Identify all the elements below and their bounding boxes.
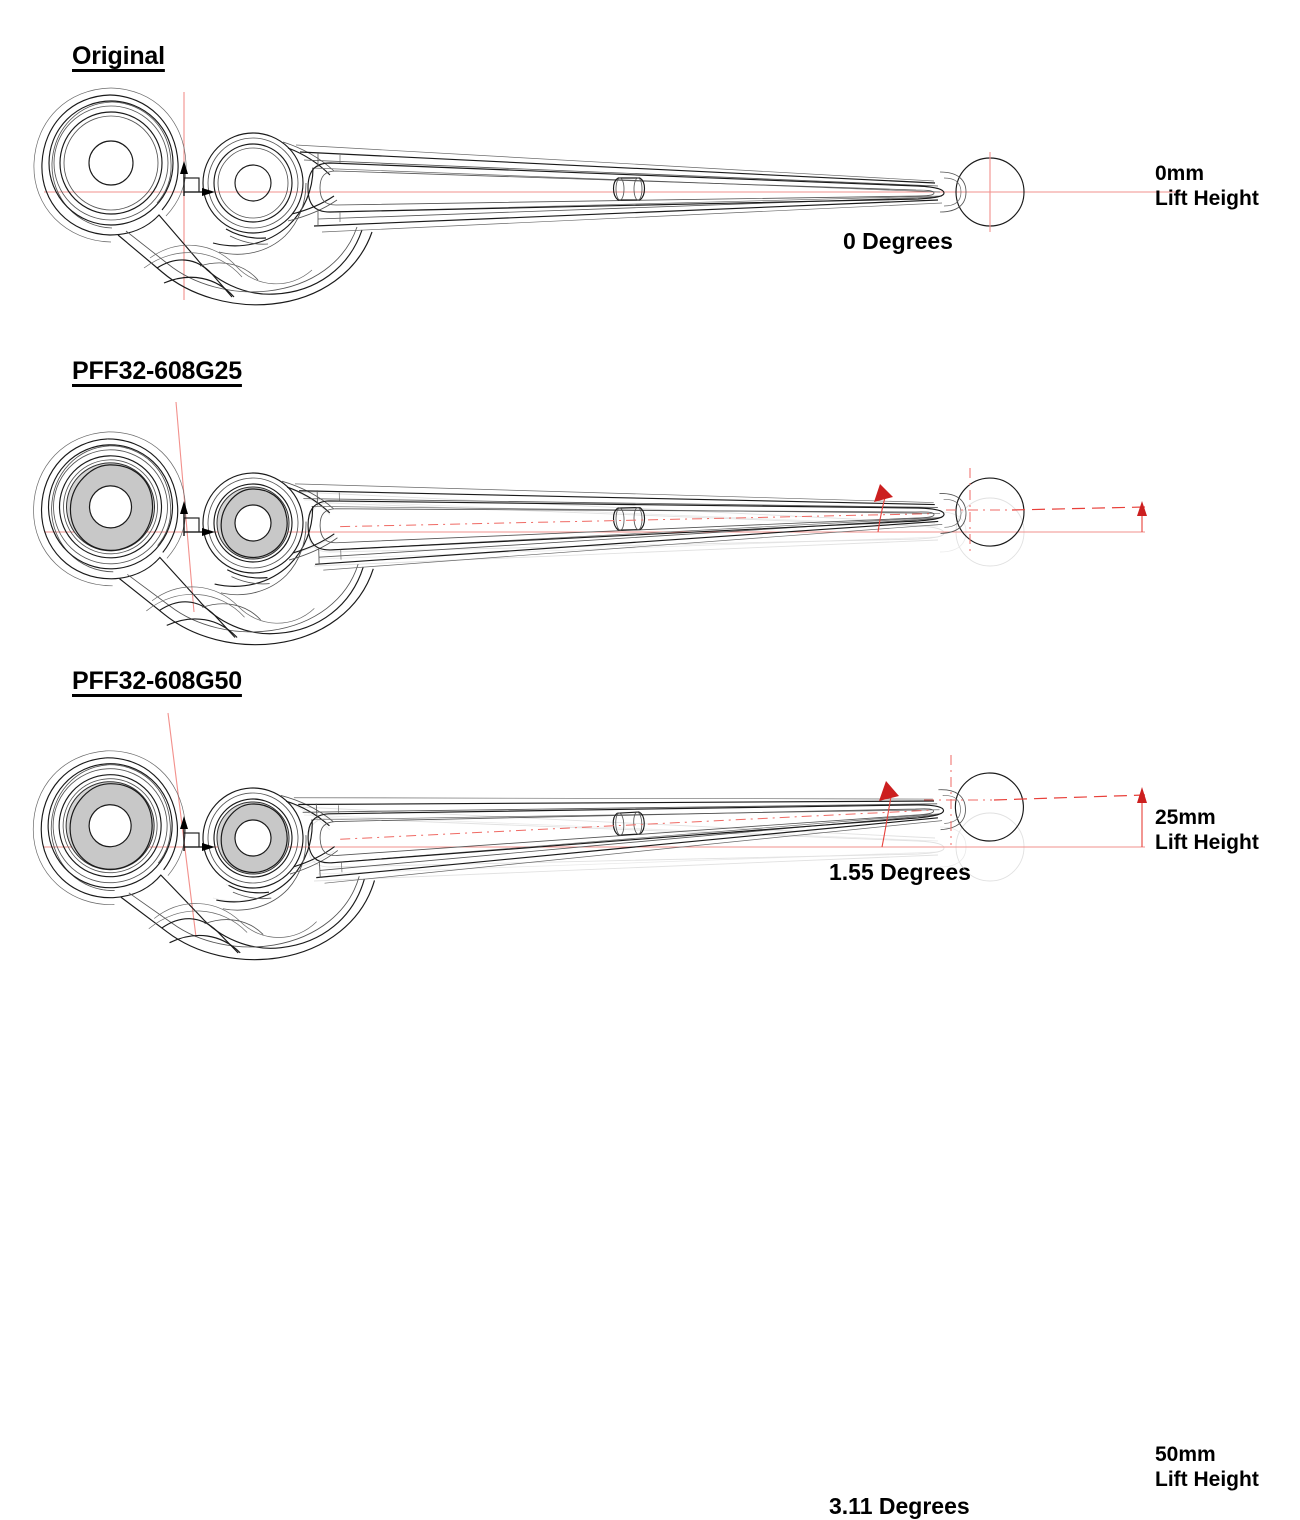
poly-bushing-pivot	[216, 486, 290, 560]
lift-caption-pff32-608g50: Lift Height	[1155, 1467, 1259, 1491]
lift-value-pff32-608g50: 50mm	[1155, 1443, 1216, 1466]
coordinate-origin-marker	[180, 501, 215, 536]
panel-title-pff32-608g25: PFF32-608G25	[72, 357, 242, 385]
lift-dimension-arrow	[1137, 787, 1147, 847]
lift-extension-line	[1011, 506, 1146, 511]
lift-label-pff32-608g50: 50mm Lift Height	[1155, 1443, 1259, 1493]
construction-lines-original	[44, 92, 1180, 300]
lift-label-original: 0mm Lift Height	[1155, 162, 1259, 212]
angle-label-pff32-608g25: 1.55 Degrees	[829, 859, 971, 885]
lift-caption-original: Lift Height	[1155, 186, 1259, 210]
poly-bushing-rear	[66, 462, 156, 552]
lift-extension-line	[993, 794, 1146, 801]
control-arm-pff32-608g25	[30, 406, 1028, 652]
drawing-pff32-608g50	[28, 700, 1147, 973]
lift-value-pff32-608g25: 25mm	[1155, 806, 1216, 829]
construction-lines-pff32-608g50	[44, 712, 1145, 938]
panel-pff32-608g50: PFF32-608G50	[0, 655, 1300, 1519]
lift-dimension-arrow	[1137, 501, 1147, 532]
panel-pff32-608g25: PFF32-608G25	[0, 340, 1300, 885]
angle-label-pff32-608g50: 3.11 Degrees	[829, 1493, 970, 1519]
lift-value-original: 0mm	[1155, 162, 1205, 185]
ball-joint-centre-cross-lifted	[924, 755, 992, 845]
drawing-pff32-608g25	[30, 401, 1147, 652]
control-arm-pff32-608g50	[28, 700, 1031, 973]
control-arm-original	[33, 87, 1025, 306]
poly-bushing-pivot	[216, 801, 290, 875]
angle-arc-indicator	[879, 781, 899, 848]
coordinate-origin-marker	[180, 161, 215, 196]
angle-arc-indicator	[874, 484, 893, 533]
panel-title-pff32-608g50: PFF32-608G50	[72, 667, 242, 695]
angle-label-original: 0 Degrees	[843, 228, 953, 254]
poly-bushing-rear	[65, 781, 155, 871]
lift-caption-pff32-608g25: Lift Height	[1155, 830, 1259, 854]
panel-original: Original	[0, 0, 1300, 340]
drawing-original	[33, 87, 1180, 306]
panel-title-original: Original	[72, 42, 165, 70]
ball-joint-centre-cross-lifted	[946, 468, 1010, 552]
lift-label-pff32-608g25: 25mm Lift Height	[1155, 806, 1259, 856]
construction-lines-pff32-608g25	[44, 401, 1145, 613]
coordinate-origin-marker	[180, 816, 215, 851]
